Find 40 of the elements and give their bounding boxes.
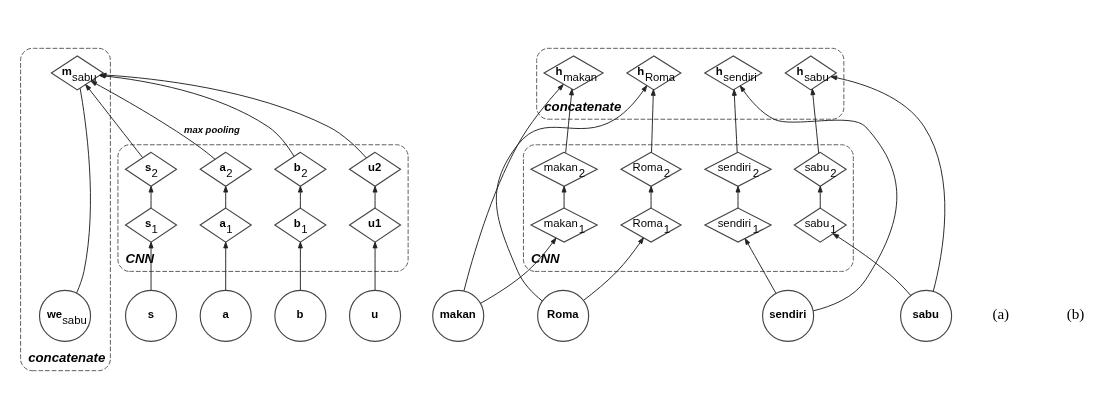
arrow	[297, 241, 303, 291]
arrow	[735, 185, 741, 208]
arrow	[561, 185, 567, 208]
arrow	[830, 74, 946, 292]
node-circle: sabu	[900, 289, 953, 342]
node-circle: a	[199, 289, 252, 342]
node-circle: u	[348, 289, 402, 342]
arrow	[90, 80, 216, 160]
arrow	[223, 241, 229, 291]
arrow	[565, 88, 574, 153]
arrow	[223, 185, 229, 208]
arrow	[463, 83, 564, 291]
arrow	[648, 185, 654, 208]
arrow	[495, 84, 648, 301]
node-diamond: u1	[348, 206, 402, 243]
arrow	[372, 241, 378, 291]
arrow	[744, 237, 777, 293]
arrow	[85, 83, 144, 158]
arrow	[739, 84, 898, 311]
arrow	[731, 88, 738, 153]
label: (b)	[1066, 305, 1085, 322]
node-circle: Roma	[537, 289, 590, 342]
arrow	[810, 88, 820, 154]
edge-label: max pooling	[184, 123, 240, 135]
node-circle: sendiri	[762, 289, 815, 342]
label: (a)	[992, 305, 1010, 322]
connector	[76, 87, 91, 293]
arrow	[480, 237, 557, 304]
arrow	[817, 185, 823, 208]
node-circle: makan	[432, 289, 485, 342]
node-circle: b	[274, 289, 327, 342]
node-diamond: u2	[348, 151, 402, 187]
arrow	[372, 185, 378, 208]
arrow	[583, 236, 644, 301]
node-circle: s	[124, 289, 178, 342]
arrow	[148, 241, 154, 291]
arrow	[650, 88, 656, 153]
arrow	[832, 232, 912, 296]
arrow	[297, 185, 303, 208]
arrow	[148, 185, 154, 208]
